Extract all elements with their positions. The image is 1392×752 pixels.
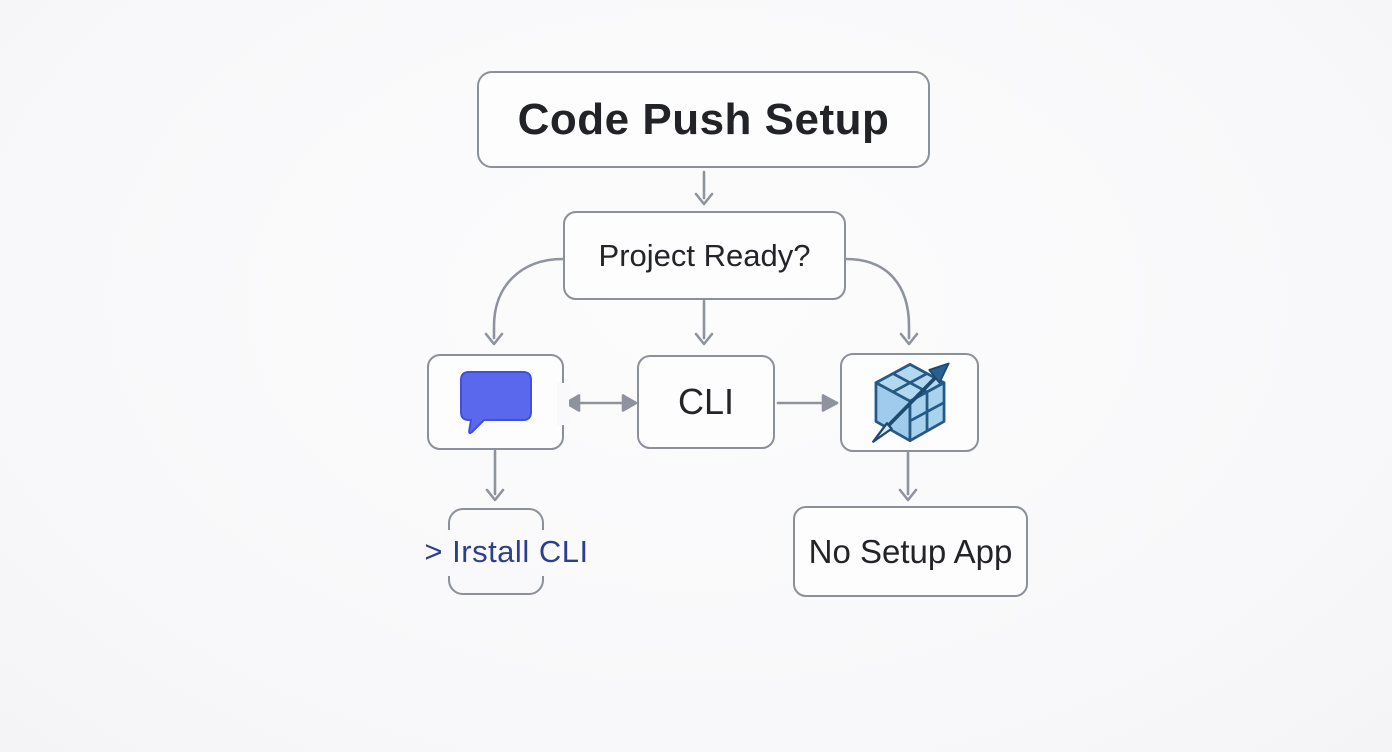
node-cli-label: CLI xyxy=(677,381,735,422)
node-cli: CLI xyxy=(637,355,775,449)
install-cli-command: > Irstall CLI xyxy=(424,533,589,569)
edge-chat-install xyxy=(485,449,505,502)
border-gap xyxy=(557,383,569,425)
node-chat xyxy=(427,354,564,450)
edge-chat-cli xyxy=(564,394,638,412)
edge-decision-chat xyxy=(484,257,565,346)
border-gap xyxy=(443,530,455,576)
border-gap xyxy=(538,530,550,576)
node-no-setup-label: No Setup App xyxy=(808,532,1013,570)
node-project-ready-label: Project Ready? xyxy=(598,237,811,273)
edge-decision-cli xyxy=(694,299,714,346)
node-no-setup-app: No Setup App xyxy=(793,506,1028,597)
edge-cli-package xyxy=(776,394,839,412)
edge-decision-package xyxy=(844,257,919,346)
node-code-push-setup: Code Push Setup xyxy=(477,71,930,168)
node-package xyxy=(840,353,979,452)
chat-bubble-icon xyxy=(456,367,536,437)
edge-package-nosetup xyxy=(898,451,918,502)
node-project-ready: Project Ready? xyxy=(563,211,846,300)
cube-arrow-icon xyxy=(864,357,956,449)
diagram-title: Code Push Setup xyxy=(517,94,890,144)
edge-title-decision xyxy=(694,170,714,206)
